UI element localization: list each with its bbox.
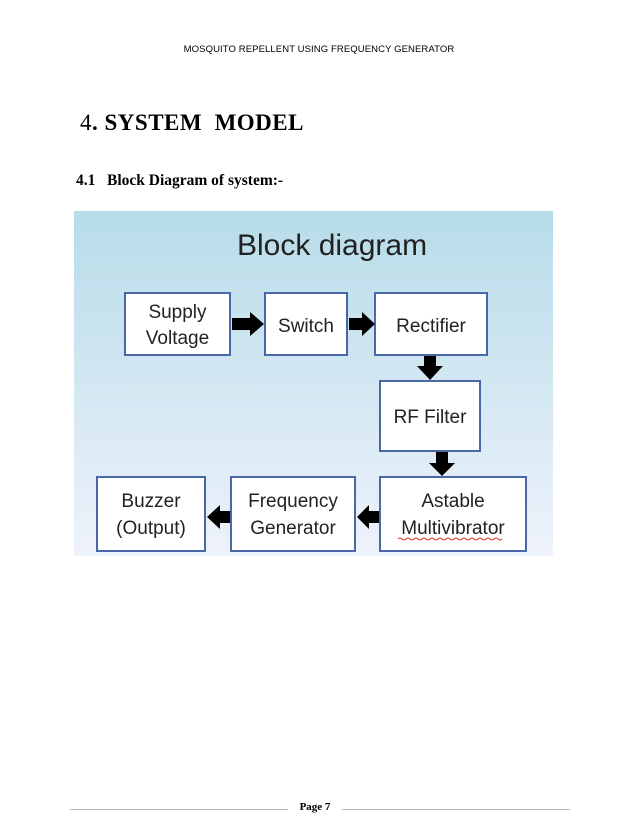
block-label: Voltage [146, 328, 209, 349]
block-frequency-generator: Frequency Generator [230, 476, 356, 552]
block-label: Frequency [248, 491, 338, 512]
chapter-number: 4 [80, 110, 92, 135]
arrow-left-icon [207, 505, 230, 529]
block-diagram-svg: Block diagram Supply Voltage Switch Rect… [74, 211, 553, 556]
arrow-left-icon [357, 505, 379, 529]
block-switch: Switch [264, 292, 348, 356]
chapter-title-text: SYSTEM MODEL [104, 110, 304, 135]
block-label: Multivibrator [401, 518, 505, 539]
arrow-right-icon [349, 312, 375, 336]
block-label: Rectifier [396, 316, 466, 337]
footer-rule-right [342, 809, 570, 810]
block-label: Buzzer [121, 491, 181, 512]
block-label: Generator [250, 518, 336, 539]
page-number: Page 7 [299, 801, 331, 813]
arrow-down-icon [429, 452, 455, 476]
block-rf-filter: RF Filter [379, 380, 481, 452]
block-label: Switch [278, 316, 334, 337]
block-rectifier: Rectifier [374, 292, 488, 356]
chapter-title: 4. SYSTEM MODEL [80, 110, 304, 136]
block-buzzer-output: Buzzer (Output) [96, 476, 206, 552]
block-label: Supply [148, 302, 207, 323]
block-supply-voltage: Supply Voltage [124, 292, 231, 356]
chapter-separator: . [92, 110, 105, 135]
running-header: MOSQUITO REPELLENT USING FREQUENCY GENER… [183, 44, 455, 55]
spellcheck-underline [397, 537, 503, 541]
block-label: (Output) [116, 518, 186, 539]
block-astable-multivibrator: Astable Multivibrator [379, 476, 527, 552]
arrow-down-icon [417, 356, 443, 380]
block-label: Astable [421, 491, 484, 512]
arrow-right-icon [232, 312, 264, 336]
section-heading: 4.1 Block Diagram of system:- [76, 172, 284, 189]
diagram-title: Block diagram [237, 229, 427, 262]
block-diagram-figure: Block diagram Supply Voltage Switch Rect… [74, 211, 553, 556]
block-label: RF Filter [394, 407, 468, 428]
footer-rule-left [70, 809, 288, 810]
